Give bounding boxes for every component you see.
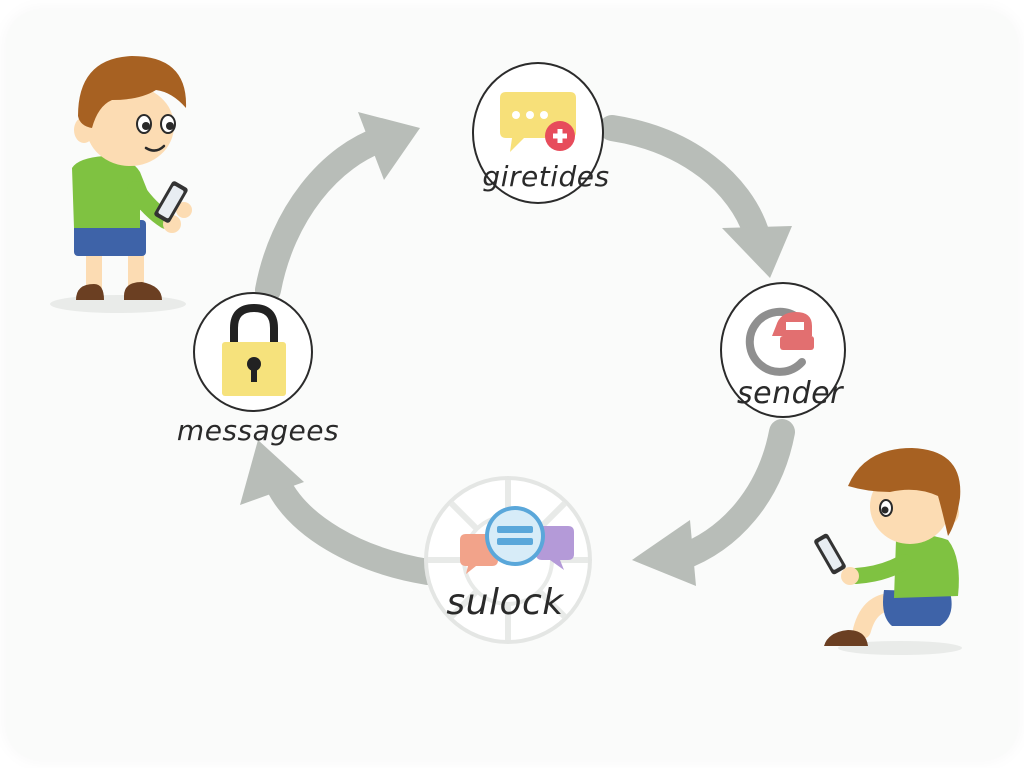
- child-with-tablet-figure: [50, 56, 192, 313]
- arrow-top-to-right: [599, 115, 792, 278]
- node-top-label: giretides: [482, 160, 610, 193]
- arrow-bottom-to-left: [240, 440, 441, 585]
- node-right-label: sender: [737, 376, 843, 411]
- node-left-label: messagees: [176, 414, 340, 447]
- arrow-left-to-top: [255, 112, 420, 303]
- child-sitting-with-tablet-figure: [814, 448, 962, 655]
- arrow-right-to-bottom: [632, 419, 795, 586]
- node-right: [720, 282, 846, 418]
- chat-bubble-plus-icon: [500, 92, 576, 152]
- padlock-icon: [222, 303, 286, 396]
- node-bottom-label: sulock: [446, 582, 564, 623]
- chat-bubbles-icon: [460, 506, 574, 574]
- at-sign-icon: [745, 307, 814, 376]
